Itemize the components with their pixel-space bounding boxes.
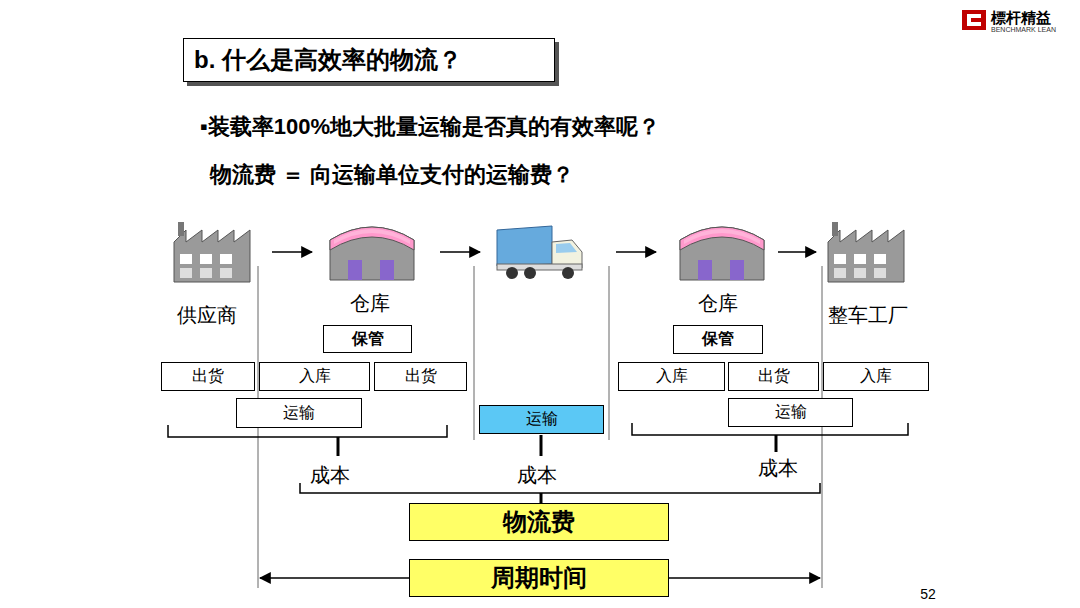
- bracket: [168, 423, 908, 504]
- title-box: b. 什么是高效率的物流？: [183, 38, 555, 82]
- warehouse-icon: [330, 227, 414, 280]
- storage-box: 保管: [323, 325, 412, 353]
- logo-text: 標杆精益: [991, 9, 1051, 28]
- place-label: 供应商: [177, 302, 237, 329]
- cost-label: 成本: [517, 462, 557, 489]
- cost-label: 成本: [758, 455, 798, 482]
- flow-arrow: [272, 251, 816, 253]
- truck-icon: [497, 226, 582, 279]
- process-box: 出货: [728, 362, 819, 391]
- box-label: 周期时间: [491, 562, 587, 594]
- box-label: 入库: [299, 366, 331, 387]
- transport-box: 运输: [728, 398, 853, 427]
- transport-box: 运输: [236, 398, 362, 428]
- storage-box: 保管: [673, 325, 763, 354]
- cost-label: 成本: [310, 462, 350, 489]
- box-label: 保管: [352, 329, 384, 350]
- process-box: 出货: [374, 362, 467, 391]
- process-box: 入库: [618, 362, 725, 391]
- process-box: 入库: [823, 362, 929, 391]
- box-label: 出货: [758, 366, 790, 387]
- place-label: 仓库: [350, 290, 390, 317]
- process-box: 出货: [161, 362, 255, 391]
- box-label: 运输: [775, 402, 807, 423]
- cycle-time-box: 周期时间: [409, 559, 669, 597]
- box-label: 出货: [192, 366, 224, 387]
- question-text: 物流费 ＝ 向运输单位支付的运输费？: [210, 160, 574, 190]
- title: b. 什么是高效率的物流？: [194, 44, 462, 76]
- box-label: 运输: [283, 403, 315, 424]
- box-label: 物流费: [503, 506, 575, 538]
- factory-icon: [174, 222, 250, 282]
- place-label: 整车工厂: [828, 302, 908, 329]
- box-label: 出货: [405, 366, 437, 387]
- logo-subtext: BENCHMARK LEAN: [991, 26, 1056, 33]
- place-label: 仓库: [698, 290, 738, 317]
- box-label: 入库: [860, 366, 892, 387]
- factory-icon: [828, 222, 904, 282]
- page-number: 52: [920, 586, 936, 602]
- box-label: 入库: [656, 366, 688, 387]
- box-label: 运输: [526, 409, 558, 430]
- warehouse-icon: [680, 227, 764, 280]
- cost-box: 物流费: [409, 503, 669, 541]
- transport-box: 运输: [479, 405, 604, 434]
- process-box: 入库: [259, 362, 370, 391]
- question-text: ▪装载率100%地大批量运输是否真的有效率呢？: [200, 112, 660, 142]
- box-label: 保管: [702, 329, 734, 350]
- logo-icon: [962, 10, 986, 30]
